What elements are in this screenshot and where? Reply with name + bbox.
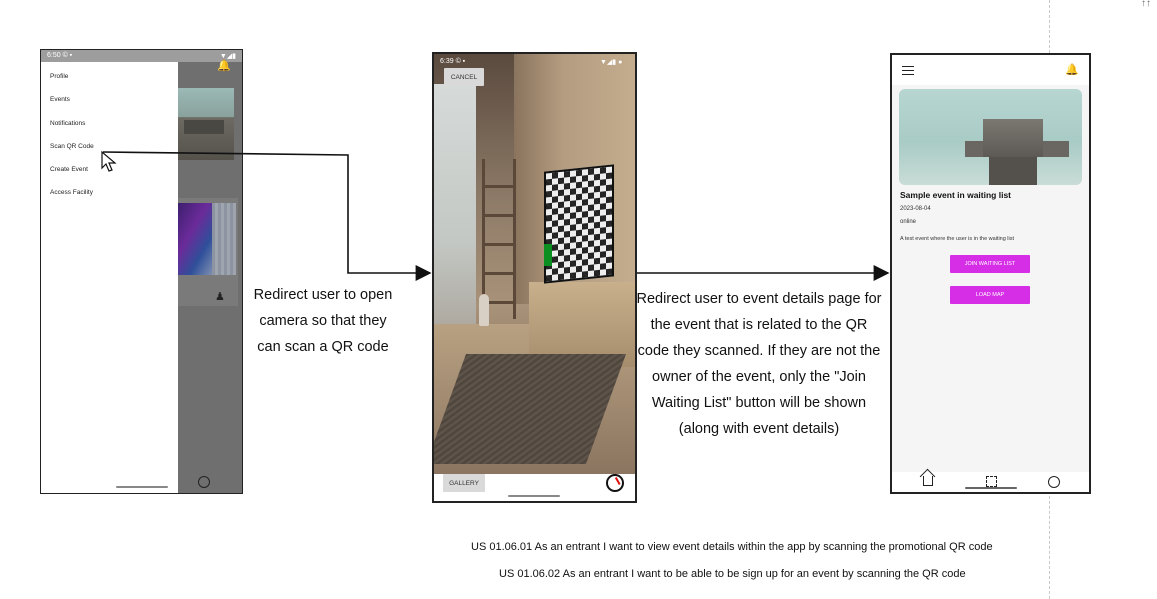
- camera-switch-icon[interactable]: [606, 474, 624, 492]
- image-building-top: [983, 119, 1043, 157]
- profile-icon[interactable]: [198, 476, 210, 488]
- camera-preview: [434, 54, 635, 474]
- drawer-item-events[interactable]: Events: [50, 96, 70, 103]
- load-map-button[interactable]: LOAD MAP: [950, 286, 1030, 304]
- drawer-item-create-event[interactable]: Create Event: [50, 166, 88, 173]
- home-indicator: [116, 486, 168, 488]
- camera-window: [434, 84, 476, 344]
- event-card-image: [178, 88, 234, 160]
- phone-camera-screen: 6:39 © ▪ ▼◢▮ ● CANCEL GALLERY: [432, 52, 637, 503]
- qr-scan-icon[interactable]: [986, 476, 997, 487]
- drawer-item-access-facility[interactable]: Access Facility: [50, 189, 93, 196]
- event-location: online: [900, 219, 917, 225]
- event-card-2-image: [178, 203, 212, 275]
- qr-code-fragment: [212, 203, 236, 275]
- status-right: ▼◢▮ ●: [600, 59, 623, 66]
- phone-event-details-screen: 🔔 Sample event in waiting list 2023-08-0…: [890, 53, 1091, 494]
- user-story-1: US 01.06.01 As an entrant I want to view…: [471, 541, 993, 553]
- image-building-pillar: [989, 157, 1037, 185]
- event-image: [899, 89, 1082, 185]
- person-settings-icon[interactable]: ♟: [215, 291, 225, 303]
- drawer-item-notifications[interactable]: Notifications: [50, 120, 86, 127]
- gallery-button[interactable]: GALLERY: [443, 474, 485, 492]
- menu-icon[interactable]: [902, 66, 914, 75]
- drawer-item-profile[interactable]: Profile: [50, 73, 69, 80]
- bell-icon[interactable]: 🔔: [217, 60, 231, 72]
- event-title: Sample event in waiting list: [900, 190, 1011, 200]
- camera-note: Redirect user to open camera so that the…: [253, 287, 393, 355]
- corner-mark: ↑↑: [1141, 0, 1151, 9]
- bottom-nav-bar: [892, 472, 1089, 492]
- status-right: ▼◢▮: [219, 53, 236, 60]
- details-note: Redirect user to event details page for …: [636, 291, 882, 437]
- home-icon[interactable]: [923, 476, 933, 486]
- bell-icon[interactable]: 🔔: [1065, 64, 1079, 76]
- top-app-bar: 🔔: [892, 55, 1089, 85]
- camera-tv-checkerboard: [544, 164, 614, 284]
- event-description: A test event where the user is in the wa…: [900, 236, 1015, 242]
- cancel-button[interactable]: CANCEL: [444, 68, 484, 86]
- drawer-item-scan-qr-code[interactable]: Scan QR Code: [50, 143, 94, 150]
- navigation-drawer: Profile Events Notifications Scan QR Cod…: [41, 62, 178, 493]
- user-story-2: US 01.06.02 As an entrant I want to be a…: [499, 568, 966, 580]
- camera-green-object: [544, 244, 552, 266]
- home-indicator: [508, 495, 560, 497]
- event-date: 2023-08-04: [900, 206, 931, 212]
- phone-nav-drawer-screen: 6:50 © ▪ ▼◢▮ 🔔 ♟ Profile Events Notifica…: [40, 49, 243, 494]
- camera-cabinet: [529, 282, 635, 367]
- status-left: 6:50 © ▪: [47, 52, 73, 59]
- camera-cat: [479, 294, 489, 326]
- status-left: 6:39 © ▪: [440, 58, 466, 65]
- camera-shelf: [482, 159, 516, 319]
- profile-icon[interactable]: [1048, 476, 1060, 488]
- join-waiting-list-button[interactable]: JOIN WAITING LIST: [950, 255, 1030, 273]
- home-indicator: [965, 487, 1017, 489]
- status-bar: 6:50 © ▪ ▼◢▮: [41, 50, 242, 62]
